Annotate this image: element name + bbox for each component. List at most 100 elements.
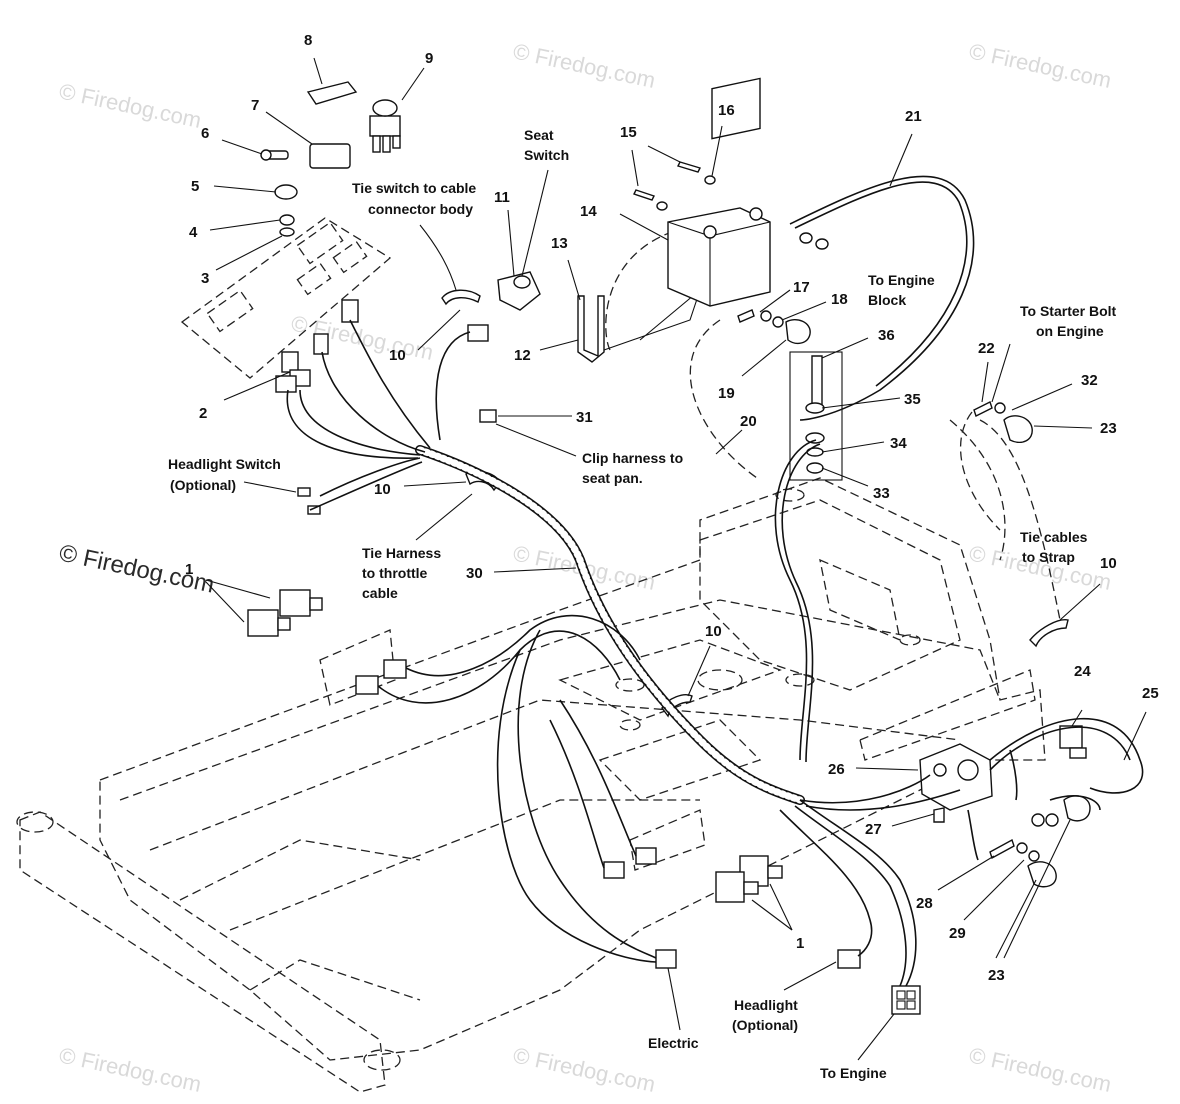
parts (247, 77, 1091, 1015)
cable-tie (1029, 619, 1069, 648)
callout-21: 21 (905, 108, 922, 125)
note-headlight: (Optional) (732, 1017, 798, 1033)
watermark: © Firedog.com (57, 1042, 204, 1097)
connector (341, 299, 359, 323)
bolt (737, 309, 755, 323)
starter-solenoid (919, 743, 993, 811)
callout-32: 32 (1081, 372, 1098, 389)
callout-12: 12 (514, 347, 531, 364)
nut (704, 175, 716, 185)
callout-22: 22 (978, 340, 995, 357)
callout-29: 29 (949, 925, 966, 942)
watermark: © Firedog.com (289, 310, 436, 365)
callout-23: 23 (1100, 420, 1117, 437)
callout-16: 16 (718, 102, 735, 119)
note-tie-harness: to throttle (362, 565, 428, 581)
pto-switch (369, 99, 401, 153)
callout-30: 30 (466, 565, 483, 582)
note-to-engine-block: To Engine (868, 272, 935, 288)
note-to-starter-bolt: To Starter Bolt (1020, 303, 1117, 319)
engine-connector (891, 985, 921, 1015)
note-seat-switch: Seat (524, 127, 554, 143)
terminal-boot (1003, 415, 1033, 444)
callout-24: 24 (1074, 663, 1091, 680)
nut (279, 214, 295, 226)
switch-connectors (715, 855, 783, 903)
callout-14: 14 (580, 203, 597, 220)
connector (355, 675, 379, 695)
callout-35: 35 (904, 391, 921, 408)
watermark: © Firedog.com (967, 38, 1114, 93)
terminal-boot (1027, 861, 1057, 888)
note-tie-harness: cable (362, 585, 398, 601)
nut (760, 310, 772, 322)
connector (313, 333, 329, 355)
connector (635, 847, 657, 865)
notes: Seat Switch Tie switch to cable connecto… (168, 127, 1117, 1081)
callout-15: 15 (620, 124, 637, 141)
watermark: © Firedog.com (511, 38, 658, 93)
note-tie-switch: connector body (368, 201, 473, 217)
callout-26: 26 (828, 761, 845, 778)
note-to-engine: To Engine (820, 1065, 887, 1081)
note-headlight-switch: Headlight Switch (168, 456, 281, 472)
callout-1: 1 (796, 935, 804, 952)
wire-terminal (297, 487, 311, 497)
callout-8: 8 (304, 32, 312, 49)
note-headlight: Headlight (734, 997, 798, 1013)
callout-31: 31 (576, 409, 593, 426)
note-to-engine-block: Block (868, 292, 906, 308)
engine-block-ground (789, 351, 843, 481)
switch-bezel (309, 143, 351, 169)
callout-5: 5 (191, 178, 199, 195)
bolt (633, 189, 655, 201)
callout-36: 36 (878, 327, 895, 344)
callout-7: 7 (251, 97, 259, 114)
washer (1028, 850, 1040, 862)
note-clip-harness: seat pan. (582, 470, 643, 486)
harness-clip (479, 409, 497, 423)
watermark: © Firedog.com (511, 1042, 658, 1097)
leader-lines (205, 57, 1147, 1061)
callout-23: 23 (988, 967, 1005, 984)
callout-25: 25 (1142, 685, 1159, 702)
callout-6: 6 (201, 125, 209, 142)
nut (1045, 813, 1059, 827)
callout-19: 19 (718, 385, 735, 402)
note-tie-harness: Tie Harness (362, 545, 441, 561)
connector (383, 659, 407, 679)
callout-34: 34 (890, 435, 907, 452)
callouts: 8 9 7 6 5 4 3 2 10 10 10 10 11 12 13 14 … (185, 32, 1159, 984)
wire-terminal (307, 505, 321, 515)
callout-10: 10 (374, 481, 391, 498)
battery (667, 77, 771, 307)
terminal-boot (785, 318, 811, 345)
callout-33: 33 (873, 485, 890, 502)
relay (1059, 725, 1087, 759)
hole-plug (306, 81, 358, 105)
note-seat-switch: Switch (524, 147, 569, 163)
battery-hold-down-rod (577, 295, 605, 363)
callout-17: 17 (793, 279, 810, 296)
callout-11: 11 (494, 189, 510, 206)
note-to-starter-bolt: on Engine (1036, 323, 1104, 339)
callout-13: 13 (551, 235, 568, 252)
ignition-key (260, 149, 289, 161)
note-tie-cables: Tie cables (1020, 529, 1088, 545)
callout-28: 28 (916, 895, 933, 912)
note-tie-cables: to Strap (1022, 549, 1075, 565)
connector (655, 949, 677, 969)
washer (1031, 813, 1045, 827)
screw (933, 807, 945, 823)
washer (799, 232, 813, 244)
callout-27: 27 (865, 821, 882, 838)
note-headlight-switch: (Optional) (170, 477, 236, 493)
callout-2: 2 (199, 405, 207, 422)
connector (467, 324, 489, 342)
dash-panel (180, 217, 392, 379)
washer (279, 227, 295, 237)
callout-20: 20 (740, 413, 757, 430)
cable-tie (441, 289, 481, 306)
callout-18: 18 (831, 291, 848, 308)
